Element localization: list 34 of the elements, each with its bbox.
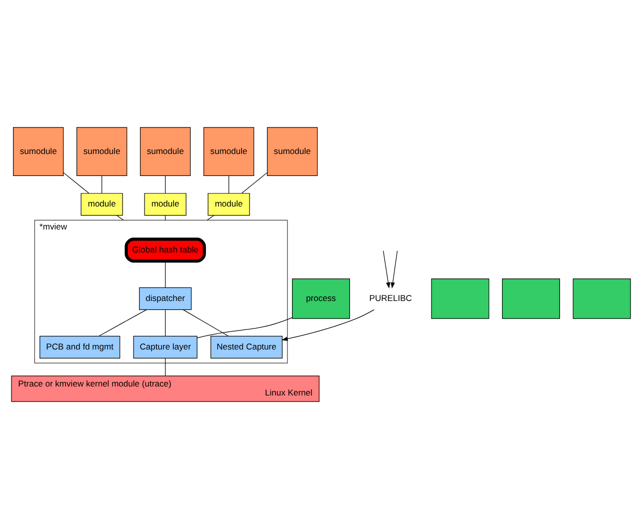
connector bbox=[165, 309, 166, 336]
node-box: process bbox=[292, 278, 350, 318]
connector bbox=[241, 172, 268, 194]
node-box bbox=[431, 278, 490, 318]
node-box: Global hash table bbox=[124, 237, 206, 262]
connector bbox=[165, 260, 166, 288]
node-box: sumodule bbox=[266, 126, 318, 176]
node-box: sumodule bbox=[13, 126, 64, 176]
connector bbox=[98, 308, 147, 336]
node-box: dispatcher bbox=[139, 286, 192, 310]
node-box: module bbox=[144, 192, 186, 216]
connector bbox=[182, 308, 229, 336]
node-text: PURELIBC bbox=[369, 292, 412, 302]
node-box: sumodule bbox=[140, 126, 191, 176]
arrow bbox=[282, 308, 374, 340]
node-box: module bbox=[208, 192, 250, 216]
connector bbox=[196, 316, 292, 338]
connector bbox=[228, 175, 230, 194]
connector bbox=[116, 214, 124, 220]
connector bbox=[63, 172, 90, 194]
connector bbox=[165, 175, 166, 194]
connector bbox=[165, 358, 166, 376]
node-box bbox=[502, 278, 560, 318]
node-box: Capture layer bbox=[133, 335, 198, 358]
arrow bbox=[382, 250, 395, 288]
node-box bbox=[572, 278, 631, 318]
node-box: PCB and fd mgmt bbox=[40, 335, 120, 358]
node-box: Nested Capture bbox=[210, 335, 283, 358]
node-box: sumodule bbox=[203, 126, 254, 176]
node-box: sumodule bbox=[76, 126, 128, 176]
node-box: Ptrace or kmview kernel module (utrace) Linux Kernel bbox=[11, 375, 320, 402]
node-box: module bbox=[80, 192, 123, 216]
arrow bbox=[386, 250, 398, 288]
connector bbox=[206, 214, 214, 220]
